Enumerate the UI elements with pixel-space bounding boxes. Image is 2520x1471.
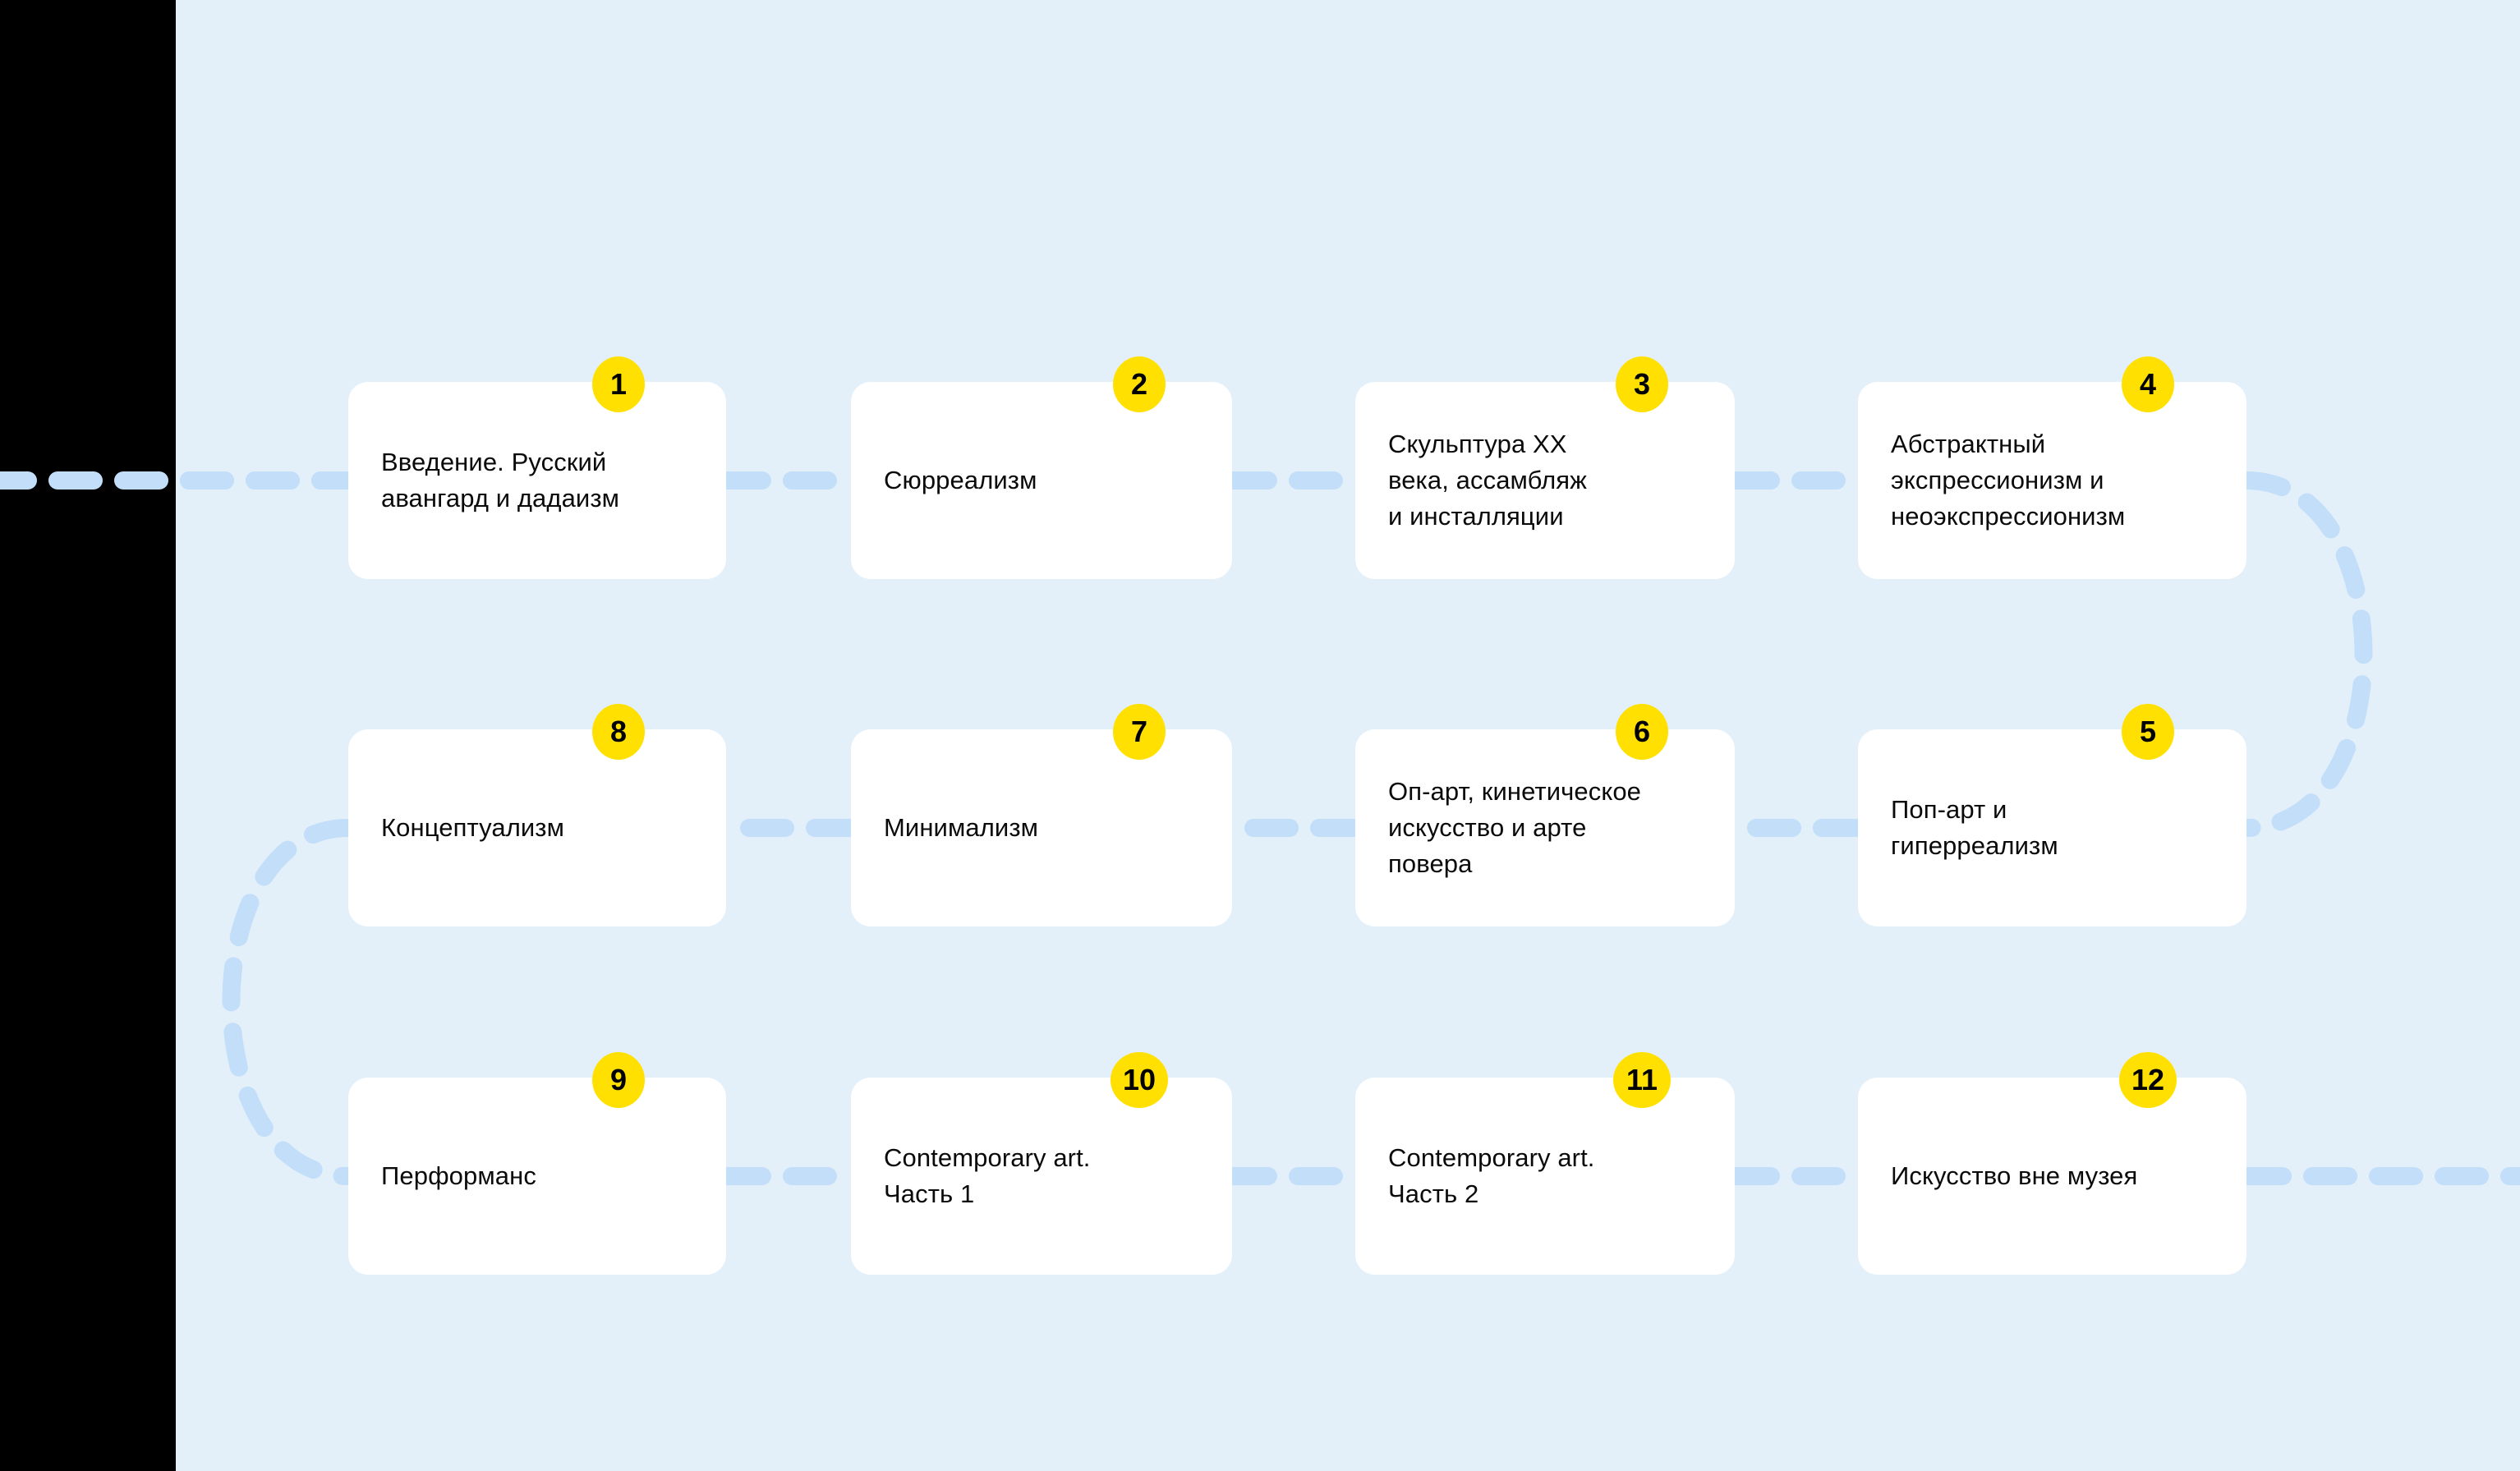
roadmap-badge-11: 11 (1613, 1052, 1671, 1108)
roadmap-card-7[interactable]: Минимализм (851, 729, 1232, 926)
roadmap-card-title: Искусство вне музея (1891, 1161, 2138, 1190)
roadmap-badge-1: 1 (592, 356, 645, 412)
roadmap-card-title: Оп-арт, кинетическое искусство и арте по… (1388, 777, 1642, 878)
roadmap-badge-number: 9 (609, 1063, 628, 1096)
roadmap-card-2[interactable]: Сюрреализм (851, 382, 1232, 579)
roadmap-badge-6: 6 (1616, 704, 1668, 760)
connector-4-5-curve (2237, 471, 2373, 837)
roadmap-card-1[interactable]: Введение. Русский авангард и дадаизм (348, 382, 726, 579)
roadmap-badge-number: 6 (1633, 715, 1651, 748)
roadmap-card-title: Абстрактный экспрессионизм и неоэкспресс… (1891, 430, 2126, 531)
roadmap-card-title: Введение. Русский авангард и дадаизм (381, 448, 620, 513)
roadmap-badge-number: 10 (1122, 1063, 1157, 1096)
left-black-strip (0, 0, 176, 1471)
roadmap-card-title: Концептуализм (381, 813, 565, 842)
roadmap-badge-8: 8 (592, 704, 645, 760)
roadmap-card-4[interactable]: Абстрактный экспрессионизм и неоэкспресс… (1858, 382, 2246, 579)
roadmap-badge-number: 1 (609, 367, 628, 401)
roadmap-badge-9: 9 (592, 1052, 645, 1108)
roadmap-card-title: Поп-арт и гиперреализм (1891, 795, 2058, 860)
roadmap-badge-number: 8 (609, 715, 628, 748)
connector-8-9-curve (222, 819, 357, 1185)
roadmap-badge-3: 3 (1616, 356, 1668, 412)
roadmap-badge-number: 5 (2139, 715, 2157, 748)
roadmap-card-title: Минимализм (884, 813, 1039, 842)
roadmap-badge-number: 2 (1130, 367, 1148, 401)
roadmap-card-12[interactable]: Искусство вне музея (1858, 1078, 2246, 1275)
roadmap-card-8[interactable]: Концептуализм (348, 729, 726, 926)
roadmap-badge-number: 11 (1626, 1063, 1658, 1096)
roadmap-card-5[interactable]: Поп-арт и гиперреализм (1858, 729, 2246, 926)
roadmap-card-9[interactable]: Перформанс (348, 1078, 726, 1275)
roadmap-badge-number: 12 (2131, 1063, 2165, 1096)
roadmap-badge-number: 4 (2139, 367, 2157, 401)
roadmap-badge-7: 7 (1113, 704, 1166, 760)
roadmap-card-title: Сюрреализм (884, 466, 1037, 494)
roadmap-card-11[interactable]: Contemporary art. Часть 2 (1355, 1078, 1735, 1275)
roadmap-card-10[interactable]: Contemporary art. Часть 1 (851, 1078, 1232, 1275)
roadmap-badge-5: 5 (2122, 704, 2174, 760)
roadmap-badge-12: 12 (2119, 1052, 2177, 1108)
roadmap-card-3[interactable]: Скульптура XX века, ассамбляж и инсталля… (1355, 382, 1735, 579)
roadmap-badge-4: 4 (2122, 356, 2174, 412)
roadmap-card-6[interactable]: Оп-арт, кинетическое искусство и арте по… (1355, 729, 1735, 926)
roadmap-badge-number: 7 (1130, 715, 1148, 748)
roadmap-card-title: Скульптура XX века, ассамбляж и инсталля… (1388, 430, 1587, 531)
roadmap-card-title: Перформанс (381, 1161, 536, 1190)
roadmap-card-title: Contemporary art. Часть 1 (884, 1143, 1091, 1208)
roadmap-card-title: Contemporary art. Часть 2 (1388, 1143, 1595, 1208)
roadmap-badge-number: 3 (1633, 367, 1651, 401)
roadmap-badge-10: 10 (1111, 1052, 1168, 1108)
roadmap-badge-2: 2 (1113, 356, 1166, 412)
